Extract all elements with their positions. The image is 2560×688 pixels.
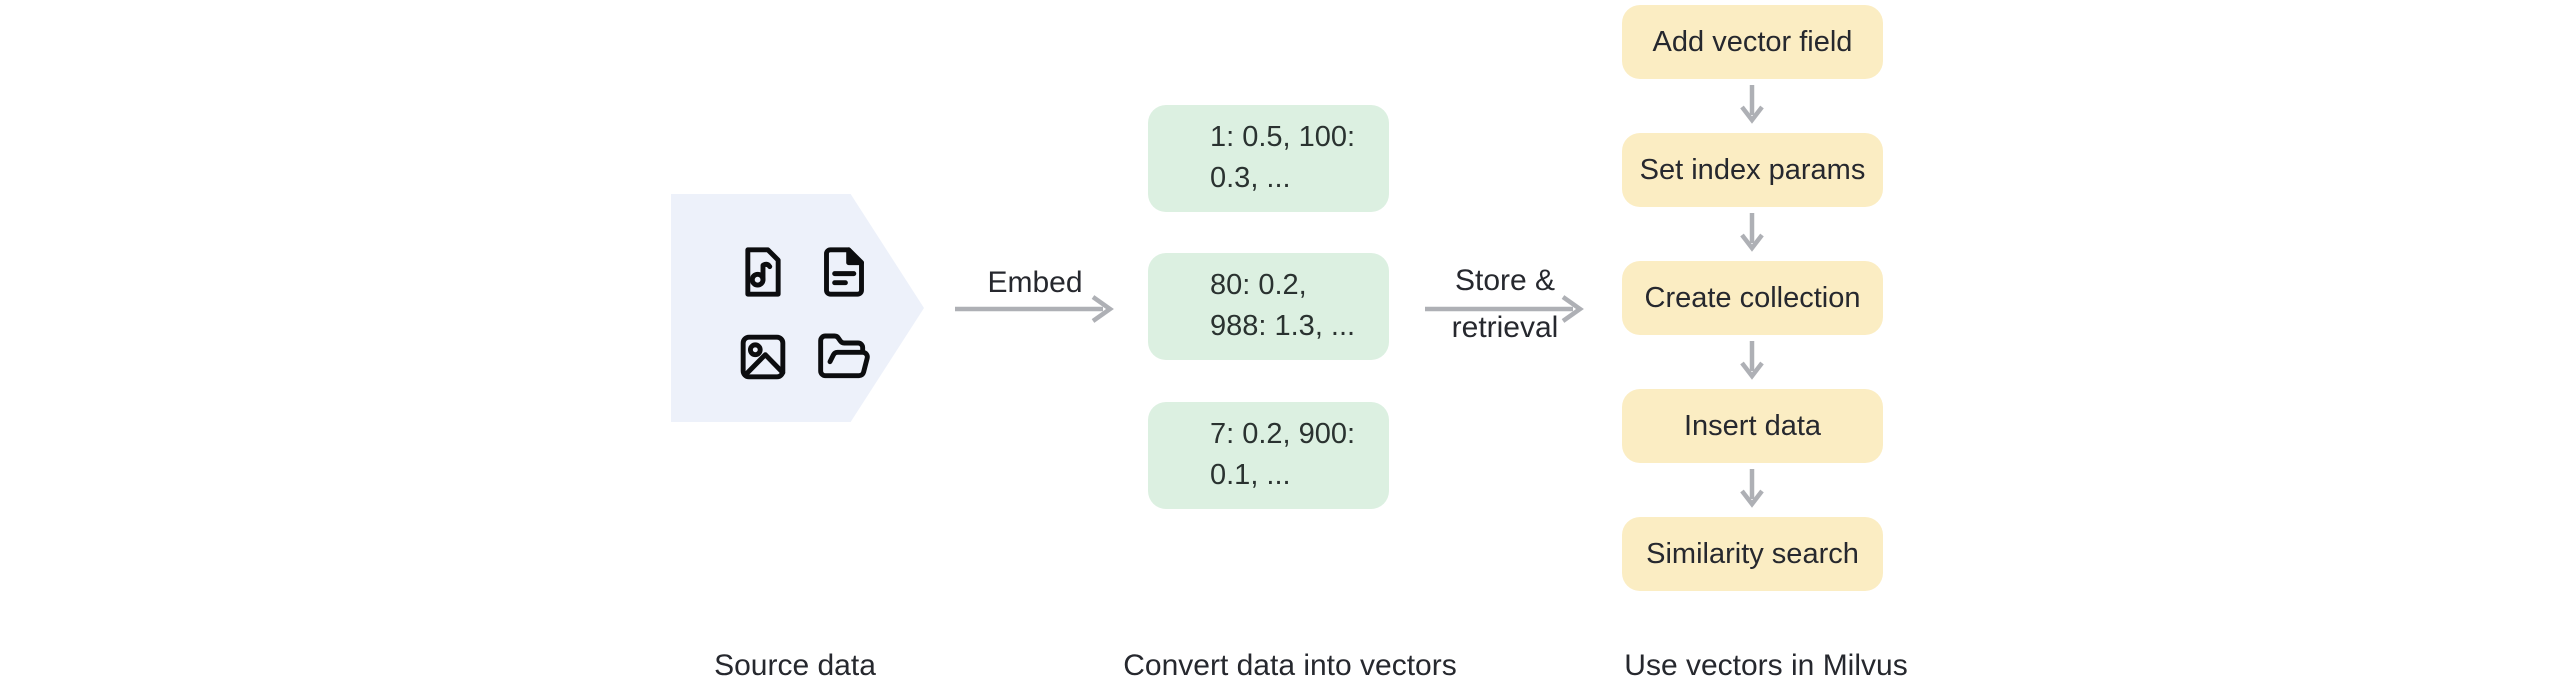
step-similarity-search: Similarity search	[1622, 517, 1883, 591]
vector-box-line: 7: 0.2, 900:	[1210, 418, 1356, 450]
down-arrow-icon	[1740, 341, 1764, 380]
vector-box-line: 1: 0.5, 100:	[1210, 121, 1356, 153]
down-arrow-icon	[1740, 469, 1764, 508]
folder-icon	[816, 329, 872, 385]
step-set-index-params: Set index params	[1622, 133, 1883, 207]
store-arrow-label-line1: Store &	[1454, 264, 1556, 297]
vector-box-line: 0.1, ...	[1210, 459, 1291, 491]
step-create-collection: Create collection	[1622, 261, 1883, 335]
vector-box-line: 80: 0.2,	[1210, 269, 1307, 301]
step-add-vector-field: Add vector field	[1622, 5, 1883, 79]
vector-box: 7: 0.2, 900: 0.1, ...	[1148, 402, 1389, 509]
vector-box-line: 0.3, ...	[1210, 162, 1291, 194]
source-icons-grid	[735, 244, 872, 385]
store-arrow-label-line2: retrieval	[1451, 311, 1559, 344]
embed-right-arrow-icon	[955, 295, 1114, 323]
down-arrow-icon	[1740, 213, 1764, 252]
image-file-icon	[735, 329, 791, 385]
vectors-caption: Convert data into vectors	[1123, 649, 1457, 682]
music-file-icon	[735, 244, 791, 300]
source-caption: Source data	[714, 649, 876, 682]
step-insert-data: Insert data	[1622, 389, 1883, 463]
embed-arrow-label: Embed	[987, 266, 1083, 299]
store-right-arrow-icon	[1425, 295, 1584, 323]
down-arrow-icon	[1740, 85, 1764, 124]
vector-box: 1: 0.5, 100: 0.3, ...	[1148, 105, 1389, 212]
vector-box-line: 988: 1.3, ...	[1210, 310, 1356, 342]
milvus-caption: Use vectors in Milvus	[1624, 649, 1908, 682]
text-file-icon	[816, 244, 872, 300]
source-data-shape	[671, 194, 924, 422]
vector-box: 80: 0.2, 988: 1.3, ...	[1148, 253, 1389, 360]
